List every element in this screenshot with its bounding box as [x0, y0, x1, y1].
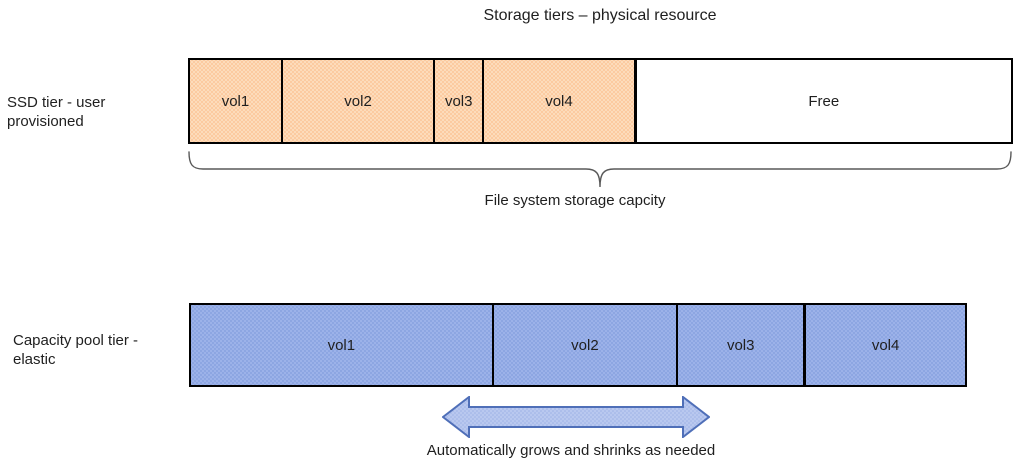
capacity-tier-label: Capacity pool tier - elastic: [13, 331, 191, 369]
segment-vol3: vol3: [433, 60, 483, 142]
ssd-tier-label: SSD tier - user provisioned: [7, 94, 106, 130]
segment-vol1: vol1: [190, 60, 281, 142]
diagram-title: Storage tiers – physical resource: [483, 7, 717, 24]
segment-vol4: vol4: [803, 305, 965, 385]
segment-vol2: vol2: [280, 60, 434, 142]
capacity-tier-label-line1: Capacity pool tier -: [13, 332, 139, 349]
segment-free: Free: [633, 60, 1011, 142]
segment-vol2: vol2: [491, 305, 677, 385]
segment-vol3: vol3: [676, 305, 804, 385]
double-arrow-icon: [442, 396, 710, 438]
segment-vol1: vol1: [191, 305, 492, 385]
segment-vol4: vol4: [482, 60, 634, 142]
arrow-label: Automatically grows and shrinks as neede…: [426, 442, 716, 459]
capacity-tier-label-line2: elastic: [13, 351, 56, 368]
brace-label: File system storage capcity: [484, 192, 666, 209]
